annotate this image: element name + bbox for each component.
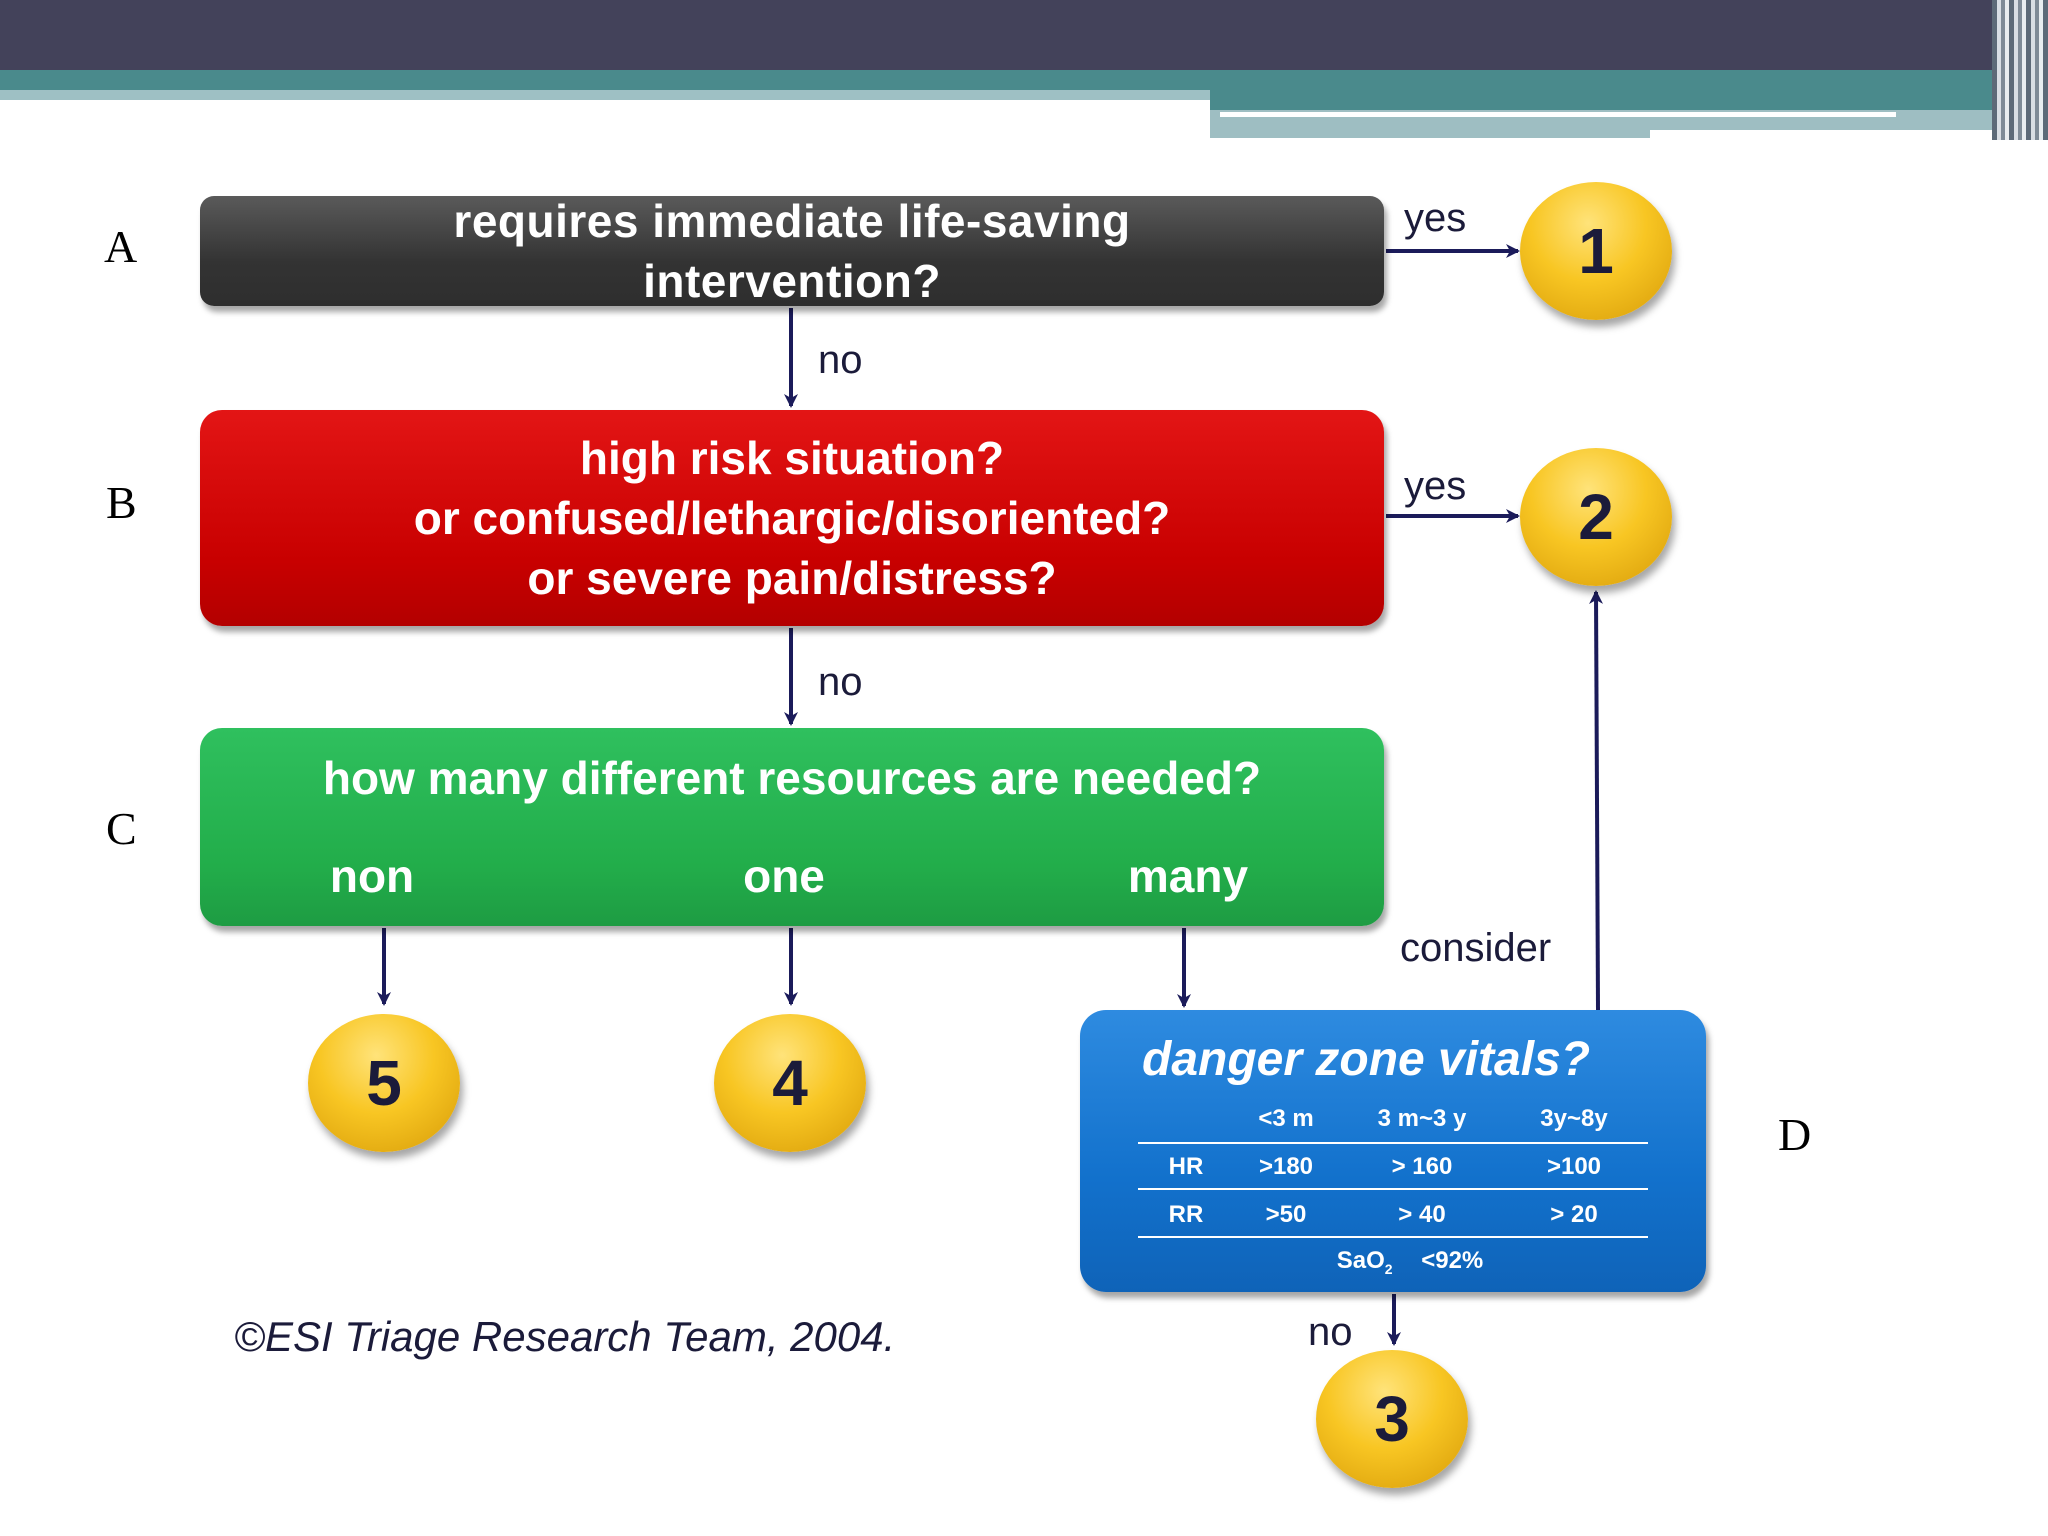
vitals-col-header-1: <3 m [1258,1105,1314,1132]
header-bar-teal [0,70,1992,90]
decision-box-life-saving: requires immediate life-saving intervent… [200,195,1384,307]
vitals-sao2-label: SaO [1336,1247,1385,1274]
vitals-sao2-subscript: 2 [1384,1260,1393,1277]
vitals-col-header-2: 3 m~3 y [1377,1105,1467,1132]
copyright-credit: ©ESI Triage Research Team, 2004. [234,1313,896,1360]
decision-box-resources: how many different resources are needed? [200,728,1384,926]
danger-zone-title: danger zone vitals? [1142,1033,1591,1086]
flow-label-no-b: no [818,660,863,704]
side-letter-c: C [106,803,137,854]
vitals-hr-value-3: >100 [1546,1153,1602,1180]
header-bar-dark [0,0,1992,70]
vitals-sao2-row: SaO2 <92% [1300,1246,1520,1284]
box-b-line-1: high risk situation? [579,432,1005,484]
side-letter-b: B [106,477,137,528]
flow-label-yes-b: yes [1404,464,1467,508]
flow-label-no-d: no [1308,1310,1353,1354]
resource-option-many: many [1127,850,1249,902]
box-a-line-2: intervention? [643,255,941,307]
vitals-rr-value-3: > 20 [1550,1201,1598,1228]
esi-level-1-circle: 1 [1520,182,1672,320]
esi-level-4-circle: 4 [714,1014,866,1152]
box-c-question: how many different resources are needed? [322,752,1262,804]
flow-label-yes-a: yes [1404,196,1467,240]
header-divider-line [1220,112,1896,117]
box-b-line-2: or confused/lethargic/disoriented? [413,492,1171,544]
resource-option-non: non [329,850,415,902]
decision-box-high-risk: high risk situation? or confused/letharg… [200,410,1384,626]
vitals-row-label-hr: HR [1168,1153,1204,1180]
side-letter-d: D [1778,1109,1812,1160]
arrow-d-to-2 [1589,590,1604,1011]
vitals-rr-value-1: >50 [1265,1201,1307,1228]
vitals-sao2-value: <92% [1421,1247,1484,1274]
vitals-rule-3 [1138,1236,1648,1238]
header-notch [1650,130,2010,142]
header-bar-teal-right [1210,90,1992,110]
vitals-hr-value-1: >180 [1258,1153,1314,1180]
resource-option-one: one [743,850,825,902]
esi-level-5-circle: 5 [308,1014,460,1152]
box-a-line-1: requires immediate life-saving [453,195,1131,247]
vitals-hr-value-2: > 160 [1391,1153,1453,1180]
flow-label-consider: consider [1400,926,1552,970]
side-letter-a: A [104,221,138,272]
box-b-line-3: or severe pain/distress? [527,552,1057,604]
decision-box-danger-zone-vitals [1080,1010,1706,1292]
vitals-col-header-3: 3y~8y [1540,1105,1608,1132]
vitals-rr-value-2: > 40 [1398,1201,1446,1228]
header-bar-light [0,90,1210,100]
esi-level-2-circle: 2 [1520,448,1672,586]
vitals-rule-1 [1138,1142,1648,1144]
header-stripes [1992,0,2048,140]
esi-level-3-circle: 3 [1316,1350,1468,1488]
flow-label-no-a: no [818,338,863,382]
vitals-row-label-rr: RR [1168,1201,1204,1228]
vitals-rule-2 [1138,1188,1648,1190]
